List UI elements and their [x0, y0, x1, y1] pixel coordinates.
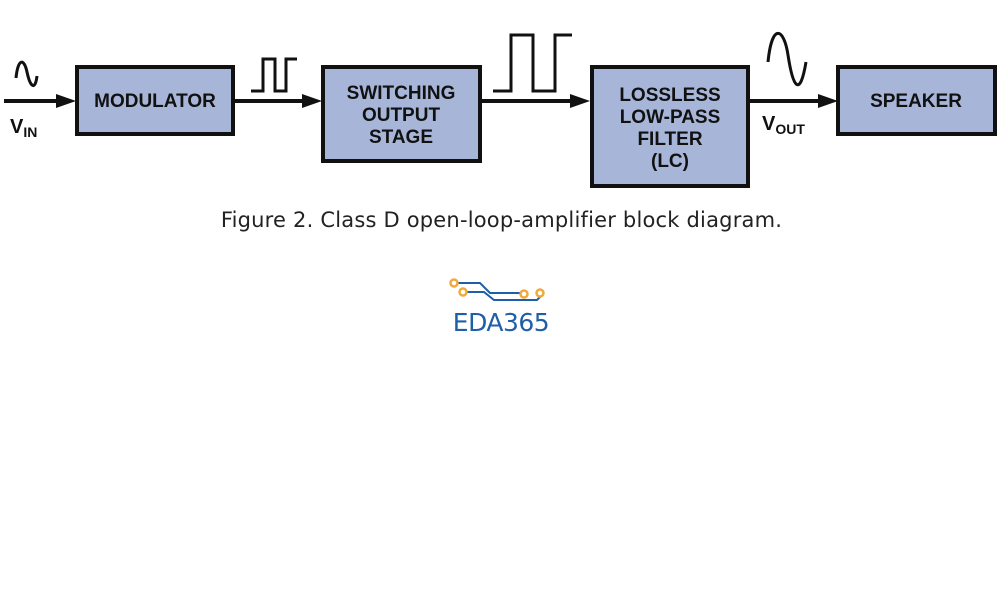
- modulator-to-switching-arrow: [235, 94, 322, 108]
- vout-label: VOUT: [762, 113, 805, 137]
- speaker-label: SPEAKER: [870, 91, 962, 112]
- switching-pulse-waveform-icon: [493, 33, 572, 93]
- output-sine-waveform-icon: [766, 32, 808, 87]
- modulator-label: MODULATOR: [94, 91, 216, 112]
- figure-caption: Figure 2. Class D open-loop-amplifier bl…: [220, 208, 783, 232]
- switching-label-line-1: SWITCHING: [347, 83, 456, 104]
- input-arrow: [4, 94, 76, 108]
- speaker-block: SPEAKER: [836, 65, 997, 136]
- switching-to-filter-arrow: [482, 94, 590, 108]
- pwm-pulse-waveform-icon: [251, 57, 297, 93]
- lossless-low-pass-filter-block: LOSSLESS LOW-PASS FILTER (LC): [590, 65, 750, 188]
- switching-label-line-3: STAGE: [369, 127, 433, 148]
- switching-label-line-2: OUTPUT: [362, 105, 441, 126]
- filter-label-line-1: LOSSLESS: [619, 85, 720, 106]
- switching-output-stage-block: SWITCHING OUTPUT STAGE: [321, 65, 482, 163]
- filter-label-line-3: FILTER: [637, 129, 702, 150]
- vin-label: VIN: [10, 116, 37, 140]
- filter-to-speaker-arrow: [750, 94, 838, 108]
- input-sine-waveform-icon: [14, 60, 39, 87]
- circuit-trace-icon: [449, 278, 545, 301]
- logo-text: EDA365: [452, 308, 550, 337]
- filter-label-line-4: (LC): [651, 151, 689, 172]
- eda365-logo: EDA365: [440, 278, 562, 340]
- modulator-block: MODULATOR: [75, 65, 235, 136]
- filter-label-line-2: LOW-PASS: [620, 107, 721, 128]
- class-d-block-diagram: VIN MODULATOR SWITCHING OUTPUT STAGE LOS…: [4, 32, 997, 188]
